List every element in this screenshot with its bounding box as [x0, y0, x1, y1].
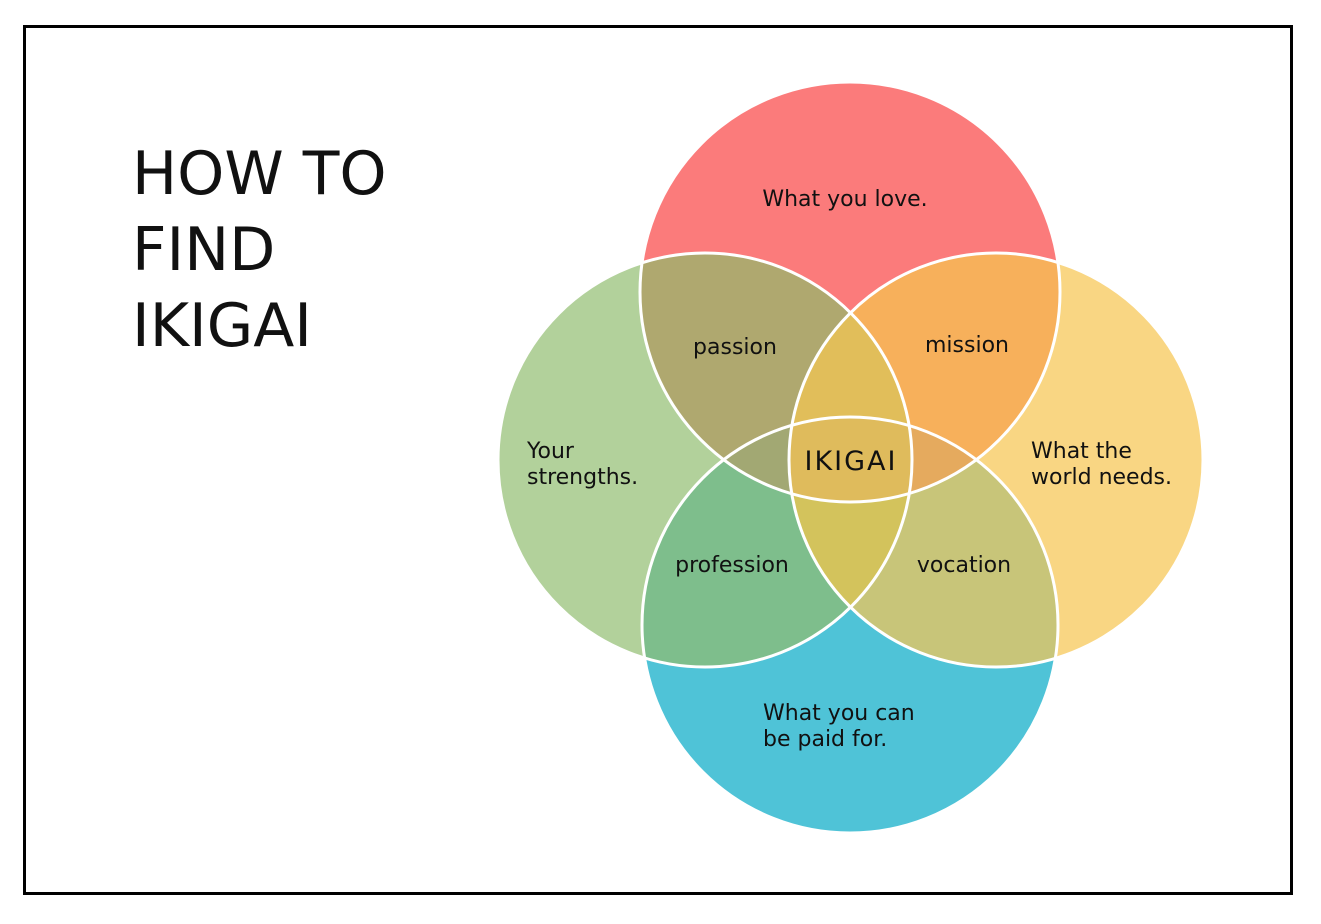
overlap-ikigai-center — [789, 417, 912, 502]
label-ikigai-center: IKIGAI — [805, 446, 898, 477]
label-mission: mission — [925, 333, 1009, 358]
label-what-the-world-needs-line-2: world needs. — [1031, 465, 1172, 490]
label-profession: profession — [675, 553, 789, 578]
label-your-strengths-line-1: Your — [526, 439, 575, 464]
label-vocation: vocation — [917, 553, 1011, 578]
page-title: HOW TO FIND IKIGAI — [132, 136, 387, 364]
title-line-2: FIND — [132, 215, 276, 285]
label-your-strengths: Your strengths. — [526, 439, 638, 490]
label-what-you-can-be-paid-for-line-1: What you can — [763, 701, 915, 726]
label-passion: passion — [693, 335, 777, 360]
label-what-you-love: What you love. — [762, 187, 927, 212]
label-what-the-world-needs: What the world needs. — [1031, 439, 1172, 490]
outline-your-strengths — [496, 251, 914, 669]
label-your-strengths-line-2: strengths. — [527, 465, 638, 490]
outline-what-the-world-needs — [787, 251, 1205, 669]
label-what-the-world-needs-line-1: What the — [1031, 439, 1132, 464]
label-what-you-can-be-paid-for-line-2: be paid for. — [763, 727, 887, 752]
title-line-3: IKIGAI — [132, 291, 312, 361]
outline-what-you-love — [638, 80, 1062, 504]
label-what-you-can-be-paid-for: What you can be paid for. — [763, 701, 922, 752]
title-line-1: HOW TO — [132, 139, 387, 209]
outline-what-you-can-be-paid-for — [640, 415, 1060, 835]
